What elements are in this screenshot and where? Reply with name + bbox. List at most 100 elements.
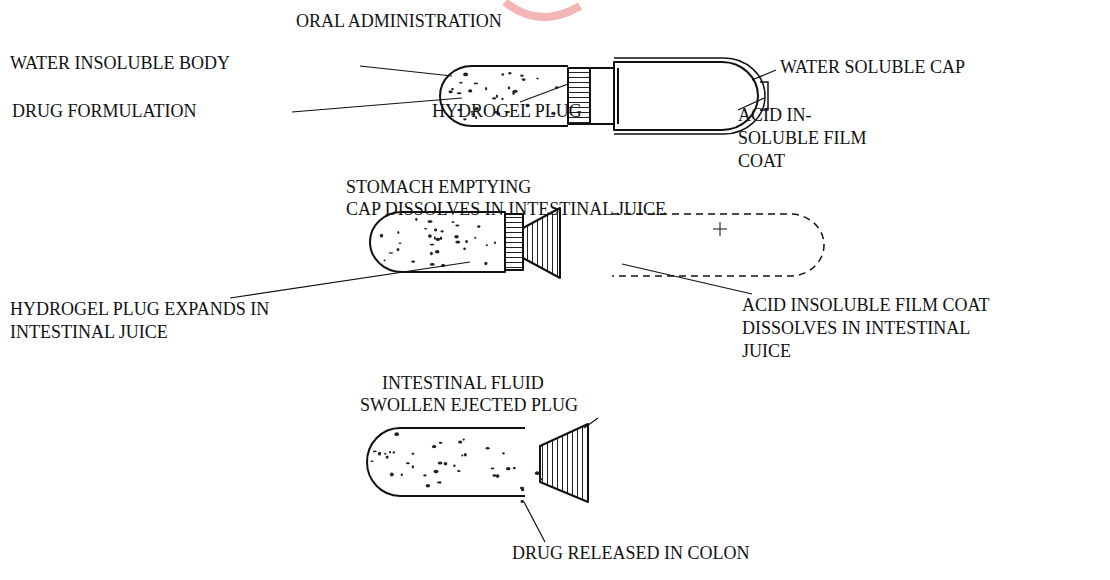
drug-particle [430,252,433,256]
drug-particle [451,221,454,223]
text-label: WATER INSOLUBLE BODY [10,52,230,75]
text-label: ACID IN- SOLUBLE FILM COAT [738,104,888,173]
drug-particle [461,455,463,457]
drug-particle [411,260,415,262]
drug-particle [434,229,437,232]
drug-particle [501,98,503,100]
drug-particle [468,89,472,92]
label-text: HYDROGEL PLUG EXPANDS IN INTESTINAL JUIC… [10,299,269,342]
drug-particle [474,83,478,85]
leader-lines [230,66,776,542]
drug-particle [428,234,432,238]
drug-particle [492,97,496,99]
plus-mark [713,222,727,236]
label-text: SWOLLEN EJECTED PLUG [360,395,578,415]
drug-particle [441,230,444,232]
watermark-arc [505,2,580,17]
label-text: DRUG FORMULATION [12,101,197,121]
insoluble-body [367,428,525,496]
dissolving-cap [612,214,824,276]
drug-particle [451,88,454,90]
drug-particle [406,462,410,464]
drug-particle [444,462,448,466]
drug-particle [485,87,487,91]
label-text: WATER SOLUBLE CAP [780,57,965,77]
drug-particle [437,482,440,484]
text-label: DRUG FORMULATION [12,100,197,123]
drug-particle [401,474,403,477]
hydrogel-plug [505,214,523,270]
drug-particle [373,450,377,452]
drug-particle [389,451,391,453]
drug-particle [439,442,443,444]
drug-particles [370,72,558,503]
drug-particle [430,244,435,246]
label-text: ACID IN- SOLUBLE FILM COAT [738,105,867,171]
text-label: ORAL ADMINISTRATION [296,10,502,33]
drug-particle [399,243,402,245]
drug-particle [426,484,430,488]
drug-particle [434,470,439,474]
drug-particle [506,467,511,470]
drug-particle [441,264,445,267]
drug-particle [435,238,440,241]
drug-particle [439,481,441,484]
drug-particle [496,474,500,478]
drug-particle [486,447,490,450]
label-text: INTESTINAL FLUID [382,373,544,393]
drug-particle [423,474,426,476]
insoluble-body [370,212,505,272]
drug-particle [412,465,414,468]
label-text: WATER INSOLUBLE BODY [10,53,230,73]
drug-particle [464,453,467,457]
drug-particle [438,461,443,464]
drug-particle [394,432,399,436]
drug-particle [463,73,468,77]
drug-particle [424,228,427,230]
drug-particle [455,224,459,226]
drug-particle [508,86,510,89]
soluble-cap [614,62,758,130]
drug-particle [493,474,497,477]
drug-particle [522,78,526,81]
label-text: DRUG RELEASED IN COLON [512,543,750,563]
drug-particle [411,453,414,455]
drug-particle [494,242,496,244]
drug-particle [536,78,539,80]
label-text: STOMACH EMPTYING [346,177,531,197]
drug-particle [512,91,514,95]
text-label: CAP DISSOLVES IN INTESTINAL JUICE [346,198,666,221]
cap-rim [617,68,619,124]
drug-particle [508,72,511,74]
drug-particle [430,263,435,266]
label-text: ORAL ADMINISTRATION [296,11,502,31]
drug-particle [477,225,480,228]
drug-particle [449,90,453,93]
label-text: HYDROGEL PLUG [432,101,582,121]
drug-particle [491,468,495,470]
drug-particle [397,248,400,251]
drug-particle [474,237,476,239]
drug-particle [397,231,399,234]
drug-particle [435,250,440,254]
drug-particle [486,244,488,246]
drug-particle [463,439,465,441]
drug-particle [458,440,462,443]
drug-particle [535,472,540,475]
drug-particle [454,235,458,238]
drug-particle [539,478,542,480]
label-text: CAP DISSOLVES IN INTESTINAL JUICE [346,199,666,219]
ejected-plug [540,424,588,502]
label-text: ACID INSOLUBLE FILM COAT DISSOLVES IN IN… [742,295,989,361]
drug-particle [513,467,516,469]
drug-particle [496,95,498,99]
drug-particle [390,473,394,477]
text-label: STOMACH EMPTYING [346,176,531,199]
text-label: HYDROGEL PLUG [432,100,582,123]
drug-particle [384,259,386,261]
drug-particle [378,452,381,456]
drug-particle [459,82,462,84]
drug-particle [501,73,504,76]
drug-particle [521,489,524,492]
